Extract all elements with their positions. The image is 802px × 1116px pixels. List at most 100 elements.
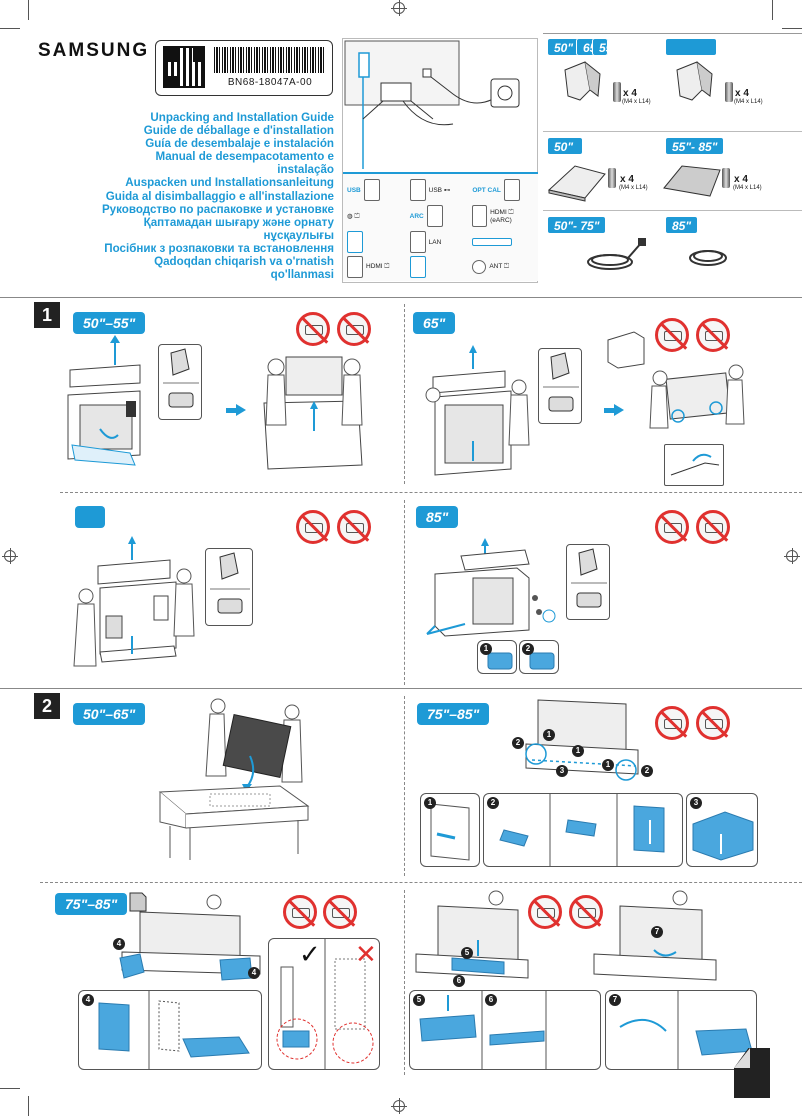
no-lay-flat-icon <box>655 706 689 740</box>
slot <box>472 230 533 254</box>
screw-icon <box>725 82 733 102</box>
panel-divider <box>404 500 405 685</box>
optical-port: OPT CAL <box>472 178 533 202</box>
parts-divider <box>543 33 802 34</box>
unpack-75-illustration <box>73 536 195 667</box>
parts-divider <box>543 210 802 211</box>
screw-spec: (M4 x L14) <box>622 99 651 105</box>
size-tag-50: 50" <box>547 38 581 56</box>
screw-spec: (M4 x L14) <box>733 185 762 191</box>
no-press-screen-icon <box>696 318 730 352</box>
tv-box-blocks-illustration <box>119 894 261 981</box>
panel-divider <box>404 696 405 876</box>
stand-leg-b <box>676 61 713 101</box>
no-tilt-icon <box>569 895 603 929</box>
crop-mark <box>28 0 29 20</box>
detail-panel-1: 1 <box>420 793 480 867</box>
step1-divider <box>0 297 802 298</box>
next-arrow <box>226 408 236 413</box>
callout-4: 4 <box>113 938 125 950</box>
registration-mark-left <box>2 548 18 564</box>
screw-qty: x 4 <box>620 174 634 185</box>
screw-qty: x 4 <box>623 88 637 99</box>
title-es: Guía de desembalaje e instalación <box>145 137 334 151</box>
row-divider <box>40 882 802 883</box>
parts-callout <box>158 344 202 420</box>
callout-4: 4 <box>248 967 260 979</box>
part-code: BN68-18047A-00 <box>227 77 313 88</box>
manual-icon <box>129 892 147 912</box>
title-de: Auspacken und Installationsanleitung <box>125 176 334 190</box>
row-divider <box>60 492 802 493</box>
screw-icon <box>613 82 621 102</box>
cross-mark: ✕ <box>355 939 377 969</box>
unpack-85-illustration <box>426 538 556 637</box>
power-cable-a <box>587 238 646 270</box>
empty-box-illustration <box>607 331 645 369</box>
usb-port: USB <box>347 178 408 202</box>
blocks-detail-panel: 4 <box>78 990 262 1070</box>
no-press-screen-icon <box>696 510 730 544</box>
remove-panel-5-6: 5 6 <box>409 990 601 1070</box>
remove-panel-7: 7 <box>605 990 757 1070</box>
title-fr: Guide de déballage e d'installation <box>143 124 334 138</box>
network-icon <box>347 230 408 254</box>
title-ru: Руководство по распаковке и установке <box>101 202 334 216</box>
detail-panel-2: 2 <box>483 793 683 867</box>
title-pt: Manual de desempacotamento e instalação <box>155 150 334 177</box>
no-lay-flat-icon <box>296 312 330 346</box>
unpack-50-55-illustration <box>67 335 141 466</box>
step-2-number: 2 <box>34 693 60 719</box>
title-it: Guida al disimballaggio e all'installazi… <box>105 189 334 203</box>
next-arrow-head <box>236 404 246 416</box>
callout-3: 3 <box>556 765 568 777</box>
callout-6: 6 <box>453 975 465 987</box>
title-uz: Qadoqdan chiqarish va o'rnatish qo'llanm… <box>154 255 334 282</box>
title-uk: Посібник з розпаковки та встановлення <box>104 241 334 255</box>
registration-mark-bottom <box>391 1098 407 1114</box>
remove-blocks-illustration <box>415 890 529 979</box>
base-plate-a <box>547 165 606 202</box>
tv-rear-illustration <box>344 40 520 169</box>
title-en: Unpacking and Installation Guide <box>150 111 334 124</box>
screw-qty: x 4 <box>735 88 749 99</box>
detail-panel-3: 3 <box>686 793 758 867</box>
arc-port: ARC <box>410 204 471 228</box>
hdmi-port: HDMI ⏍ <box>347 256 408 278</box>
step2-divider <box>0 688 802 689</box>
next-arrow <box>604 408 614 413</box>
step1-size-50-55: 50"–55" <box>73 312 146 334</box>
barcode <box>214 47 326 73</box>
antenna-icon <box>409 256 471 278</box>
callout-1: 1 <box>543 729 555 741</box>
no-lay-flat-icon <box>655 318 689 352</box>
screw-spec: (M4 x L14) <box>619 185 648 191</box>
hdmi-earc-port: HDMI ⏍ (eARC) <box>472 204 533 228</box>
panel-divider <box>404 890 405 1075</box>
lift-tv-50-55-illustration <box>263 356 363 470</box>
screw-spec: (M4 x L14) <box>734 99 763 105</box>
step1-size-blank <box>75 506 105 528</box>
callout-2: 2 <box>641 765 653 777</box>
callout-7: 7 <box>651 926 663 938</box>
crop-mark <box>772 0 773 20</box>
detail-callout-2: 2 <box>519 640 559 674</box>
size-tag-cable-b: 85" <box>665 216 699 234</box>
stand-leg-a <box>564 61 601 101</box>
callout-2: 2 <box>512 737 524 749</box>
no-press-screen-icon <box>337 312 371 346</box>
lift-tv-65-illustration <box>649 364 745 429</box>
callout-5: 5 <box>461 947 473 959</box>
screw-icon <box>722 168 730 188</box>
panel-divider <box>404 304 405 484</box>
screw-qty: x 4 <box>734 174 748 185</box>
registration-mark-top <box>391 0 407 16</box>
brand-logo: SAMSUNG <box>38 40 150 61</box>
no-tilt-icon <box>696 706 730 740</box>
size-tag-cable-a: 50"- 75" <box>547 216 607 234</box>
usb-port-2: USB ⊷ <box>409 178 471 202</box>
parts-callout <box>566 544 610 620</box>
power-cable-b <box>689 250 727 266</box>
title-kk: Қаптамадан шығару және орнату нұсқаулығы <box>143 215 334 242</box>
no-lay-flat-icon <box>528 895 562 929</box>
